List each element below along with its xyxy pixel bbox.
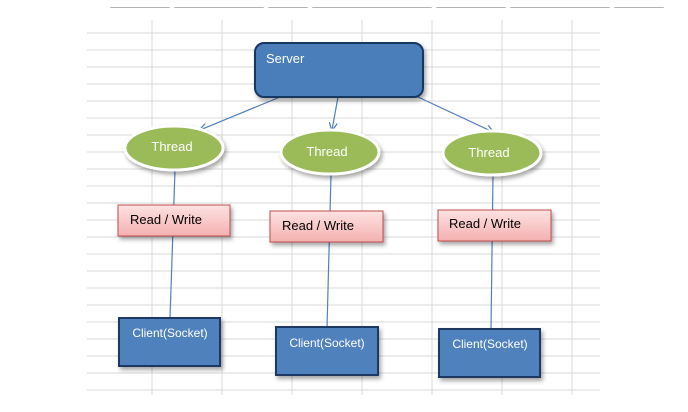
cropped-text-strip [110, 0, 688, 8]
thread-node-1: Thread [123, 124, 225, 172]
thread2-client2-line [326, 174, 332, 329]
io-label-3: Read / Write [449, 216, 521, 231]
io-node-1: Read / Write [117, 204, 231, 237]
client-label-3: Client(Socket) [452, 337, 527, 351]
thread1-client1-line [169, 169, 176, 319]
thread3-client3-line [490, 173, 494, 331]
client-node-1: Client(Socket) [118, 317, 221, 367]
server-thread3-arrow [417, 96, 493, 132]
io-node-2: Read / Write [269, 210, 384, 243]
thread-label-2: Thread [306, 144, 347, 159]
thread-label-1: Thread [151, 139, 192, 154]
client-label-2: Client(Socket) [289, 336, 364, 350]
connectors [169, 96, 494, 331]
client-node-3: Client(Socket) [438, 328, 541, 378]
client-label-1: Client(Socket) [132, 326, 207, 340]
server-thread2-arrow [332, 96, 339, 130]
io-label-2: Read / Write [282, 218, 354, 233]
io-label-1: Read / Write [130, 212, 202, 227]
server-thread1-arrow [200, 96, 281, 130]
server-node: Server [254, 42, 424, 98]
client-node-2: Client(Socket) [275, 326, 379, 376]
thread-node-2: Thread [279, 128, 381, 176]
thread-label-3: Thread [468, 145, 509, 160]
io-node-3: Read / Write [437, 209, 552, 242]
thread-node-3: Thread [441, 129, 543, 177]
server-label: Server [266, 51, 305, 66]
